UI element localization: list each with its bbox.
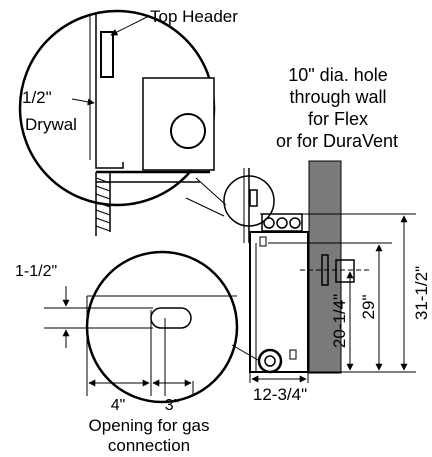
vertical-dimensions [260, 213, 416, 373]
drywall-arrow [71, 98, 95, 106]
bottom-detail-circle [44, 250, 239, 404]
dim-12-75-label: 12-3/4" [253, 385, 307, 404]
vent-opening [170, 113, 206, 149]
threaded-rod [95, 172, 111, 236]
top-header-label: Top Header [150, 7, 238, 26]
dim-1-5-label: 1-1/2" [15, 263, 57, 280]
opening-label-line1: Opening for gas [89, 416, 210, 435]
top-magnifier-circle [223, 175, 275, 227]
dim-31-5-label: 31-1/2" [412, 266, 431, 320]
hole-label-line1: 10" dia. hole [288, 65, 387, 85]
dim-3-label: 3" [165, 397, 180, 414]
hole-label-line4: or for DuraVent [276, 131, 398, 151]
gas-opening [150, 307, 192, 329]
opening-label-line2: connection [108, 436, 190, 455]
hole-label-line2: through wall [289, 87, 386, 107]
dim-29-label: 29" [359, 295, 378, 320]
top-detail-circle [18, 9, 216, 236]
drywall-size-label: 1/2" [22, 88, 52, 107]
dim-20-25-label: 20-1/4" [330, 294, 349, 348]
fireplace-unit [243, 168, 355, 374]
drywall-label: Drywal [25, 115, 77, 134]
top-header-block [100, 31, 114, 78]
top-header-arrow [110, 16, 148, 36]
hole-label-line3: for Flex [308, 109, 368, 129]
dim-4-label: 4" [111, 397, 126, 414]
